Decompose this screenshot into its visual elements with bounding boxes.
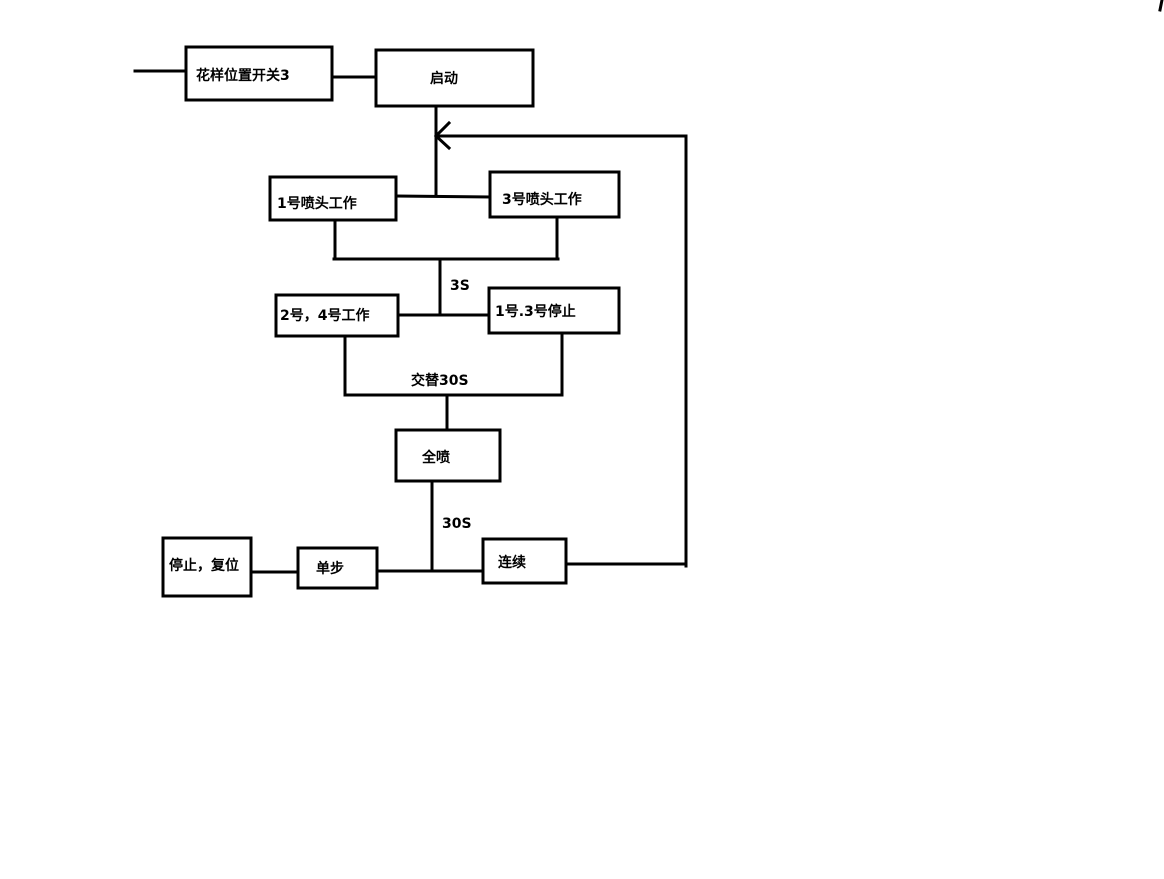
corner-mark	[1158, 0, 1164, 12]
box-start	[374, 48, 535, 108]
label-delay-30s: 30S	[442, 516, 472, 532]
node-continuous: 连续	[498, 555, 526, 571]
box-pattern-switch	[184, 45, 334, 102]
box-single-step	[296, 546, 379, 590]
connectors	[133, 0, 1164, 574]
split-1-3	[394, 194, 492, 199]
node-nozzle1: 1号喷头工作	[277, 196, 357, 212]
node-nozzle3: 3号喷头工作	[502, 192, 582, 208]
node-stop-reset: 停止，复位	[169, 558, 239, 574]
box-full-spray	[394, 428, 502, 483]
label-delay-3s: 3S	[450, 278, 470, 294]
boxes	[161, 45, 621, 598]
box-nozzle1	[268, 175, 398, 222]
loop-arrowhead-icon	[433, 120, 452, 151]
box-nozzle3	[488, 170, 621, 219]
node-full-spray: 全喷	[422, 450, 450, 466]
node-nozzle24: 2号，4号工作	[280, 308, 370, 324]
box-continuous	[481, 537, 568, 585]
node-pattern-switch: 花样位置开关3	[196, 68, 290, 84]
box-stop13	[487, 286, 621, 335]
box-nozzle24	[274, 293, 400, 338]
label-alternate-30s: 交替30S	[411, 373, 469, 389]
node-start: 启动	[430, 71, 458, 87]
node-single-step: 单步	[316, 561, 344, 577]
box-stop-reset	[161, 536, 253, 598]
node-stop13: 1号.3号停止	[495, 304, 576, 320]
